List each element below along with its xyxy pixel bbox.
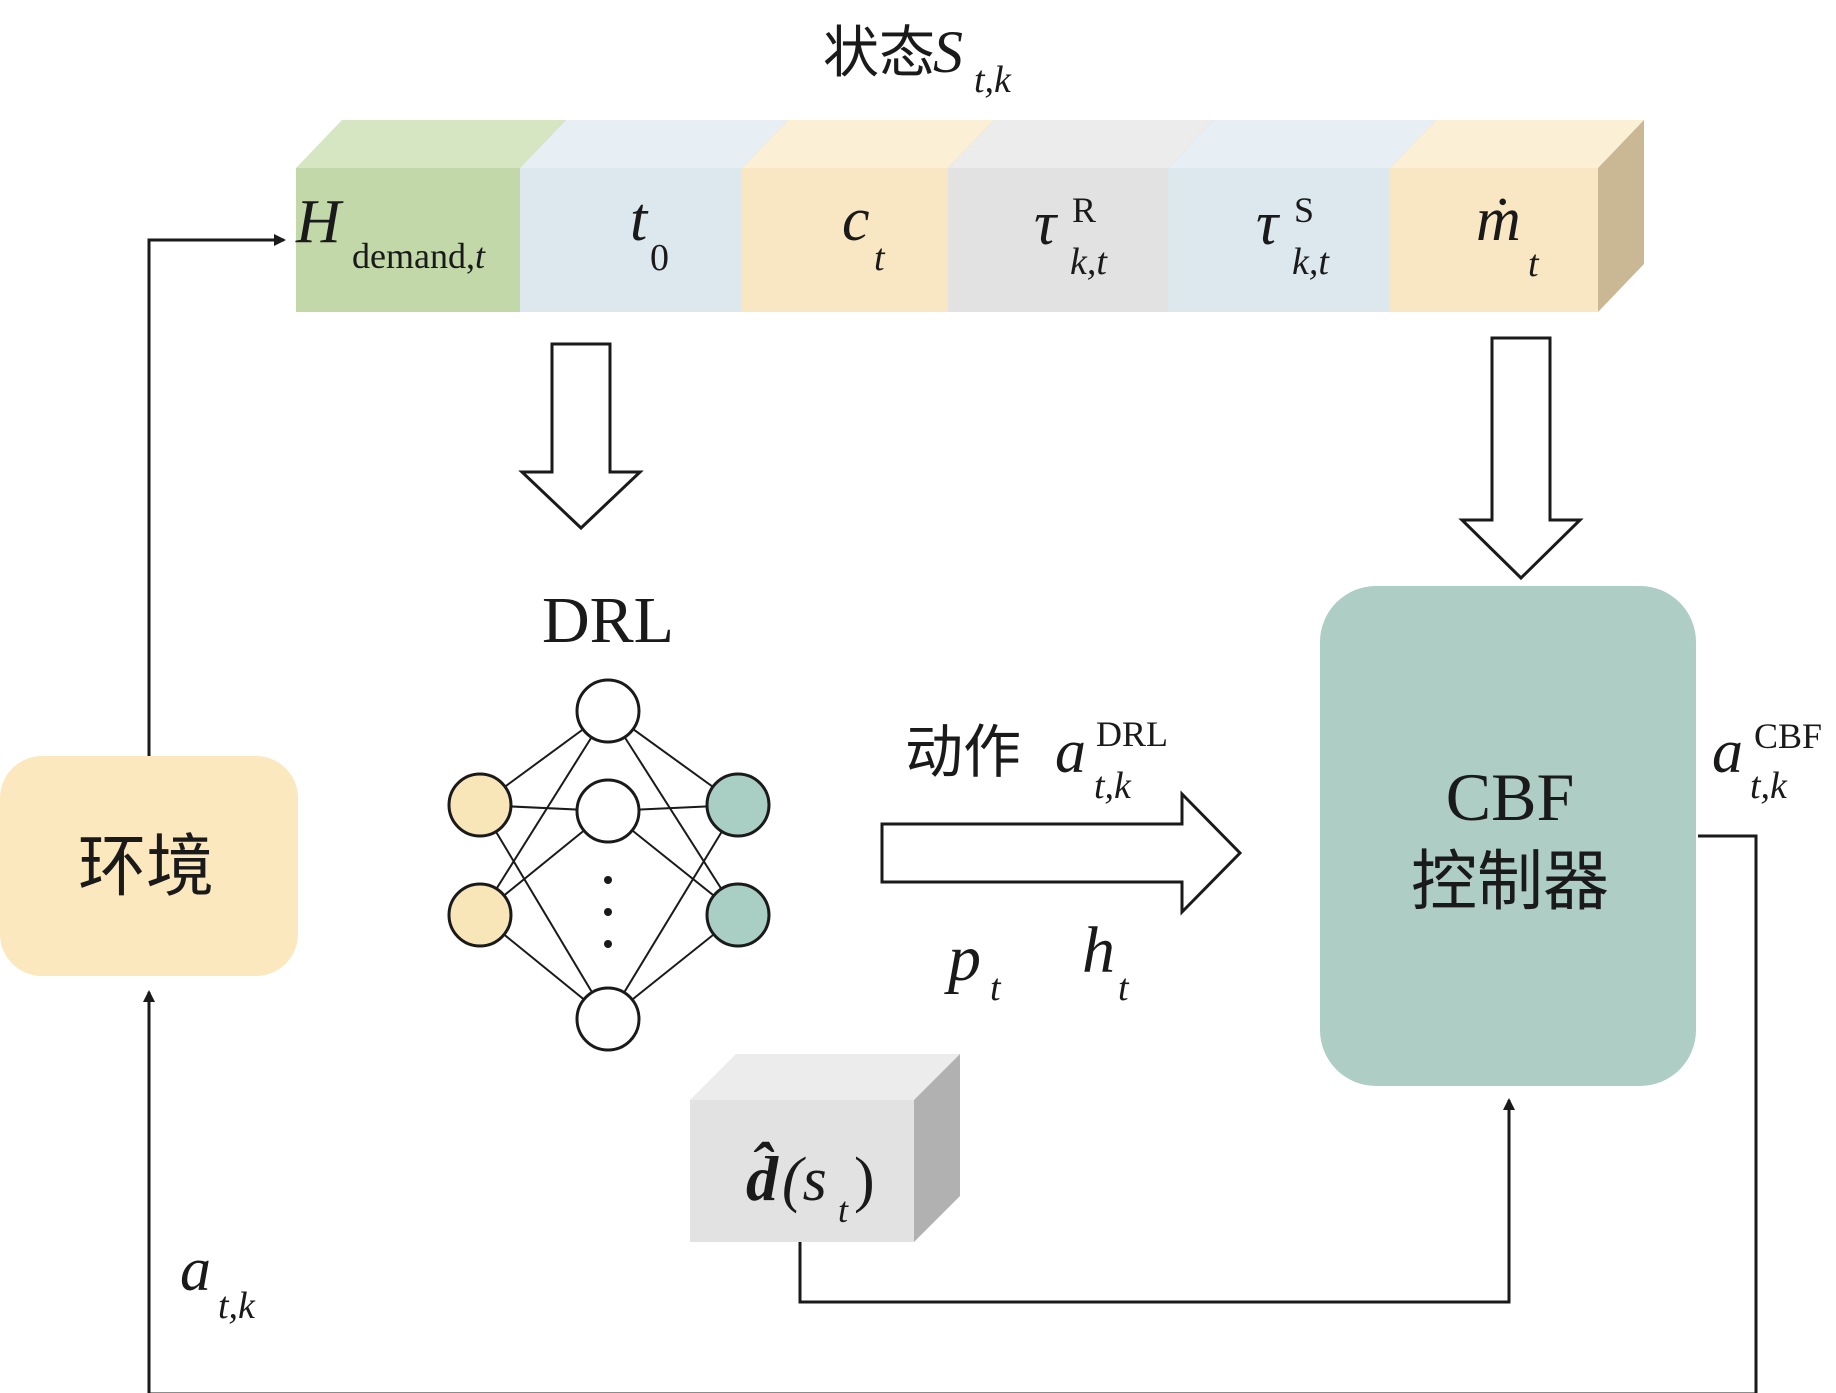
nn-connections — [479, 710, 739, 1020]
action-label: 动作 a DRL t,k — [905, 714, 1168, 807]
state-cell-subscript-text: demand, — [352, 236, 475, 276]
dhat-cube: d̂ (s t ) — [690, 1054, 960, 1242]
output-h-symbol: h — [1082, 914, 1115, 987]
action-label-superscript: DRL — [1096, 714, 1168, 754]
state-cell-top — [742, 120, 994, 168]
nn-input-node — [447, 882, 513, 948]
state-title-symbol: S — [933, 19, 963, 85]
hollow-arrow-to-cbf — [1458, 336, 1584, 581]
output-p-symbol: p — [944, 922, 981, 995]
state-vector: H demand,t t 0 c t τ R k,t — [295, 120, 1644, 312]
hollow-arrow-to-drl — [518, 342, 644, 531]
drl-label: DRL — [542, 584, 674, 657]
state-cell-front — [1168, 168, 1390, 312]
nn-hidden-node — [575, 678, 641, 744]
state-cell-front — [1390, 168, 1598, 312]
state-cell-top — [948, 120, 1214, 168]
env-to-state-arrow — [147, 234, 286, 756]
state-cell-front — [742, 168, 948, 312]
state-cell-front — [520, 168, 742, 312]
action-label-subscript: t,k — [1094, 765, 1132, 807]
state-cell-symbol: τ — [1256, 190, 1281, 258]
state-cell-subscript: t — [874, 237, 886, 279]
environment-label: 环境 — [78, 828, 214, 907]
nn-hidden-node — [575, 986, 641, 1052]
dhat-open: (s — [782, 1146, 827, 1214]
state-cell-top — [296, 120, 566, 168]
environment: 环境 — [0, 756, 298, 976]
state-cell-symbol: c — [842, 186, 870, 254]
output-p-subscript: t — [990, 967, 1002, 1009]
cbf-controller: CBF 控制器 — [1320, 586, 1696, 1086]
drl-outputs: p t h t — [944, 914, 1130, 1009]
nn-output-node — [705, 772, 771, 838]
connector-lines — [143, 234, 1758, 1393]
state-cell-superscript: R — [1072, 190, 1096, 230]
cbf-to-env-arrow — [143, 834, 1758, 1393]
state-cell-symbol: t — [630, 186, 649, 254]
state-cell-subscript: 0 — [650, 237, 669, 279]
state-title-prefix: 状态 — [823, 21, 935, 86]
nn-output-node — [705, 882, 771, 948]
cbf-output-subscript: t,k — [1750, 765, 1788, 807]
state-cell-top — [1168, 120, 1436, 168]
feedback-action-symbol: a — [180, 1236, 211, 1304]
cbf-output-symbol: a — [1712, 718, 1743, 786]
dhat-cube-front — [690, 1100, 914, 1242]
environment-box — [0, 756, 298, 976]
state-cell-subscript: t — [1528, 243, 1540, 285]
nn-ellipsis-dots — [604, 876, 612, 948]
nn-hidden-node — [575, 778, 641, 844]
hollow-arrow-drl-to-cbf — [880, 790, 1243, 916]
state-cell-side — [1598, 120, 1644, 312]
output-h-subscript: t — [1118, 967, 1130, 1009]
state-title-subscript: t,k — [974, 59, 1012, 101]
dhat-cube-side — [914, 1054, 960, 1242]
nn-input-node — [447, 772, 513, 838]
state-cell-top — [520, 120, 788, 168]
cbf-controller-subtitle: 控制器 — [1411, 843, 1609, 920]
state-cell-front — [948, 168, 1168, 312]
state-cell-subscript: k,t — [1070, 241, 1108, 283]
state-title: 状态 S t,k — [823, 19, 1012, 101]
state-cell-symbol: H — [295, 188, 344, 256]
cbf-output-superscript: CBF — [1754, 716, 1822, 756]
state-cell-symbol: ṁ — [1476, 186, 1521, 254]
dhat-to-cbf-arrow — [798, 1098, 1515, 1304]
cbf-controller-title: CBF — [1446, 759, 1575, 835]
cbf-controller-box — [1320, 586, 1696, 1086]
action-label-symbol: a — [1055, 718, 1086, 786]
state-cell-front — [296, 168, 520, 312]
state-cell-subscript: demand,t — [352, 236, 486, 276]
dhat-subscript: t — [838, 1190, 849, 1230]
neural-network-icon — [447, 678, 771, 1052]
state-cell-mdot: ṁ t — [1390, 120, 1644, 312]
action-label-prefix: 动作 — [905, 718, 1021, 786]
feedback-action-label: a t,k — [180, 1236, 256, 1327]
state-cell-superscript: S — [1294, 190, 1314, 230]
dhat-close: ) — [854, 1146, 875, 1214]
state-cell-top — [1390, 120, 1644, 168]
state-cell-subscript-t: t — [475, 236, 486, 276]
state-cell-symbol: τ — [1034, 190, 1059, 258]
state-cell-subscript: k,t — [1292, 241, 1330, 283]
feedback-action-subscript: t,k — [218, 1285, 256, 1327]
dhat-cube-top — [690, 1054, 960, 1100]
cbf-output-label: a CBF t,k — [1712, 716, 1822, 807]
dhat-symbol: d̂ — [746, 1142, 779, 1214]
